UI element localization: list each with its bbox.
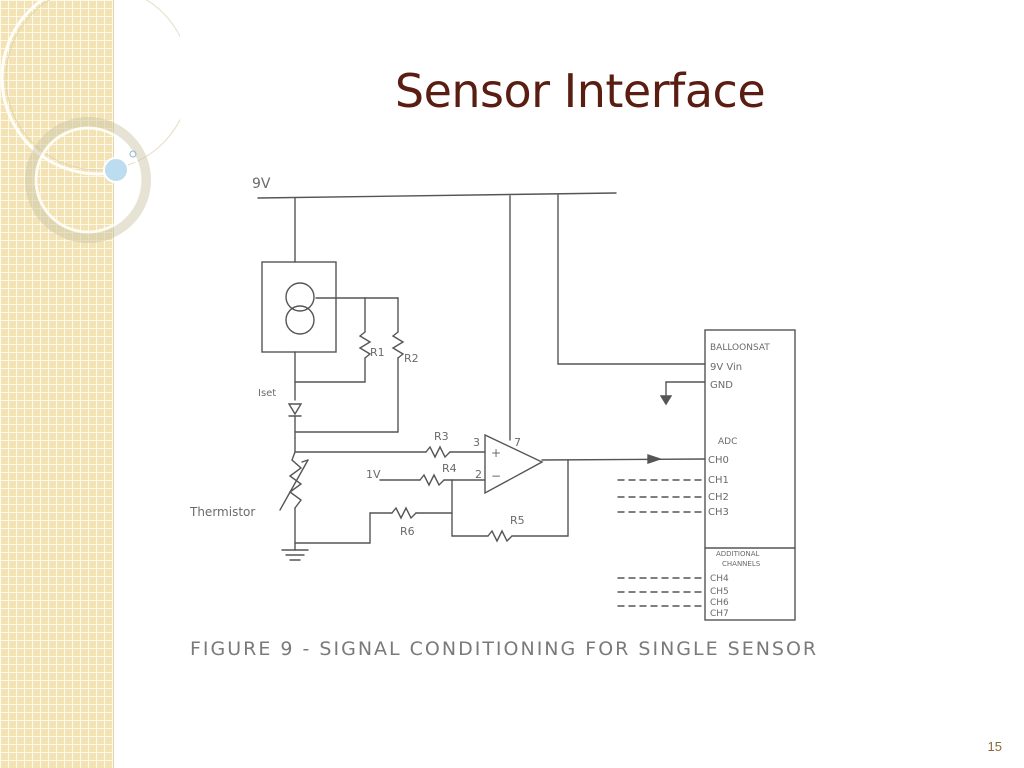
board-ch6: CH6 xyxy=(710,598,729,608)
board-vin: 9V Vin xyxy=(710,362,742,373)
board-ch2: CH2 xyxy=(708,492,729,503)
board-name: BALLOONSAT xyxy=(710,343,770,353)
blue-bullet-icon xyxy=(103,157,129,183)
circuit-diagram: 9V R1 R2 Iset R3 R4 R5 R6 1V 3 2 7 + − T… xyxy=(189,176,818,660)
board-ch5: CH5 xyxy=(710,587,729,597)
board-additional-1: ADDITIONAL xyxy=(716,550,760,558)
label-1v: 1V xyxy=(366,468,381,481)
label-thermistor: Thermistor xyxy=(189,505,255,519)
board-gnd: GND xyxy=(710,380,733,391)
label-r5: R5 xyxy=(510,514,525,527)
figure-caption: FIGURE 9 - SIGNAL CONDITIONING FOR SINGL… xyxy=(190,638,818,660)
board-adc: ADC xyxy=(718,437,737,447)
slide-title: Sensor Interface xyxy=(394,64,766,118)
label-r2: R2 xyxy=(404,352,419,365)
label-pin3: 3 xyxy=(473,436,480,449)
label-minus: − xyxy=(491,469,501,483)
label-pin7: 7 xyxy=(514,436,521,449)
decorative-rings xyxy=(0,0,180,243)
label-supply: 9V xyxy=(252,176,271,192)
label-iset: Iset xyxy=(258,388,276,399)
board-ch3: CH3 xyxy=(708,507,729,518)
label-plus: + xyxy=(491,446,501,460)
page-number: 15 xyxy=(987,739,1002,754)
board-ch4: CH4 xyxy=(710,574,729,584)
label-r1: R1 xyxy=(370,346,385,359)
label-r4: R4 xyxy=(442,462,457,475)
board-ch7: CH7 xyxy=(710,609,729,619)
board-ch0: CH0 xyxy=(708,455,729,466)
label-pin2: 2 xyxy=(475,468,482,481)
board-additional-2: CHANNELS xyxy=(722,560,761,568)
board-ch1: CH1 xyxy=(708,475,729,486)
label-r6: R6 xyxy=(400,525,415,538)
label-r3: R3 xyxy=(434,430,449,443)
